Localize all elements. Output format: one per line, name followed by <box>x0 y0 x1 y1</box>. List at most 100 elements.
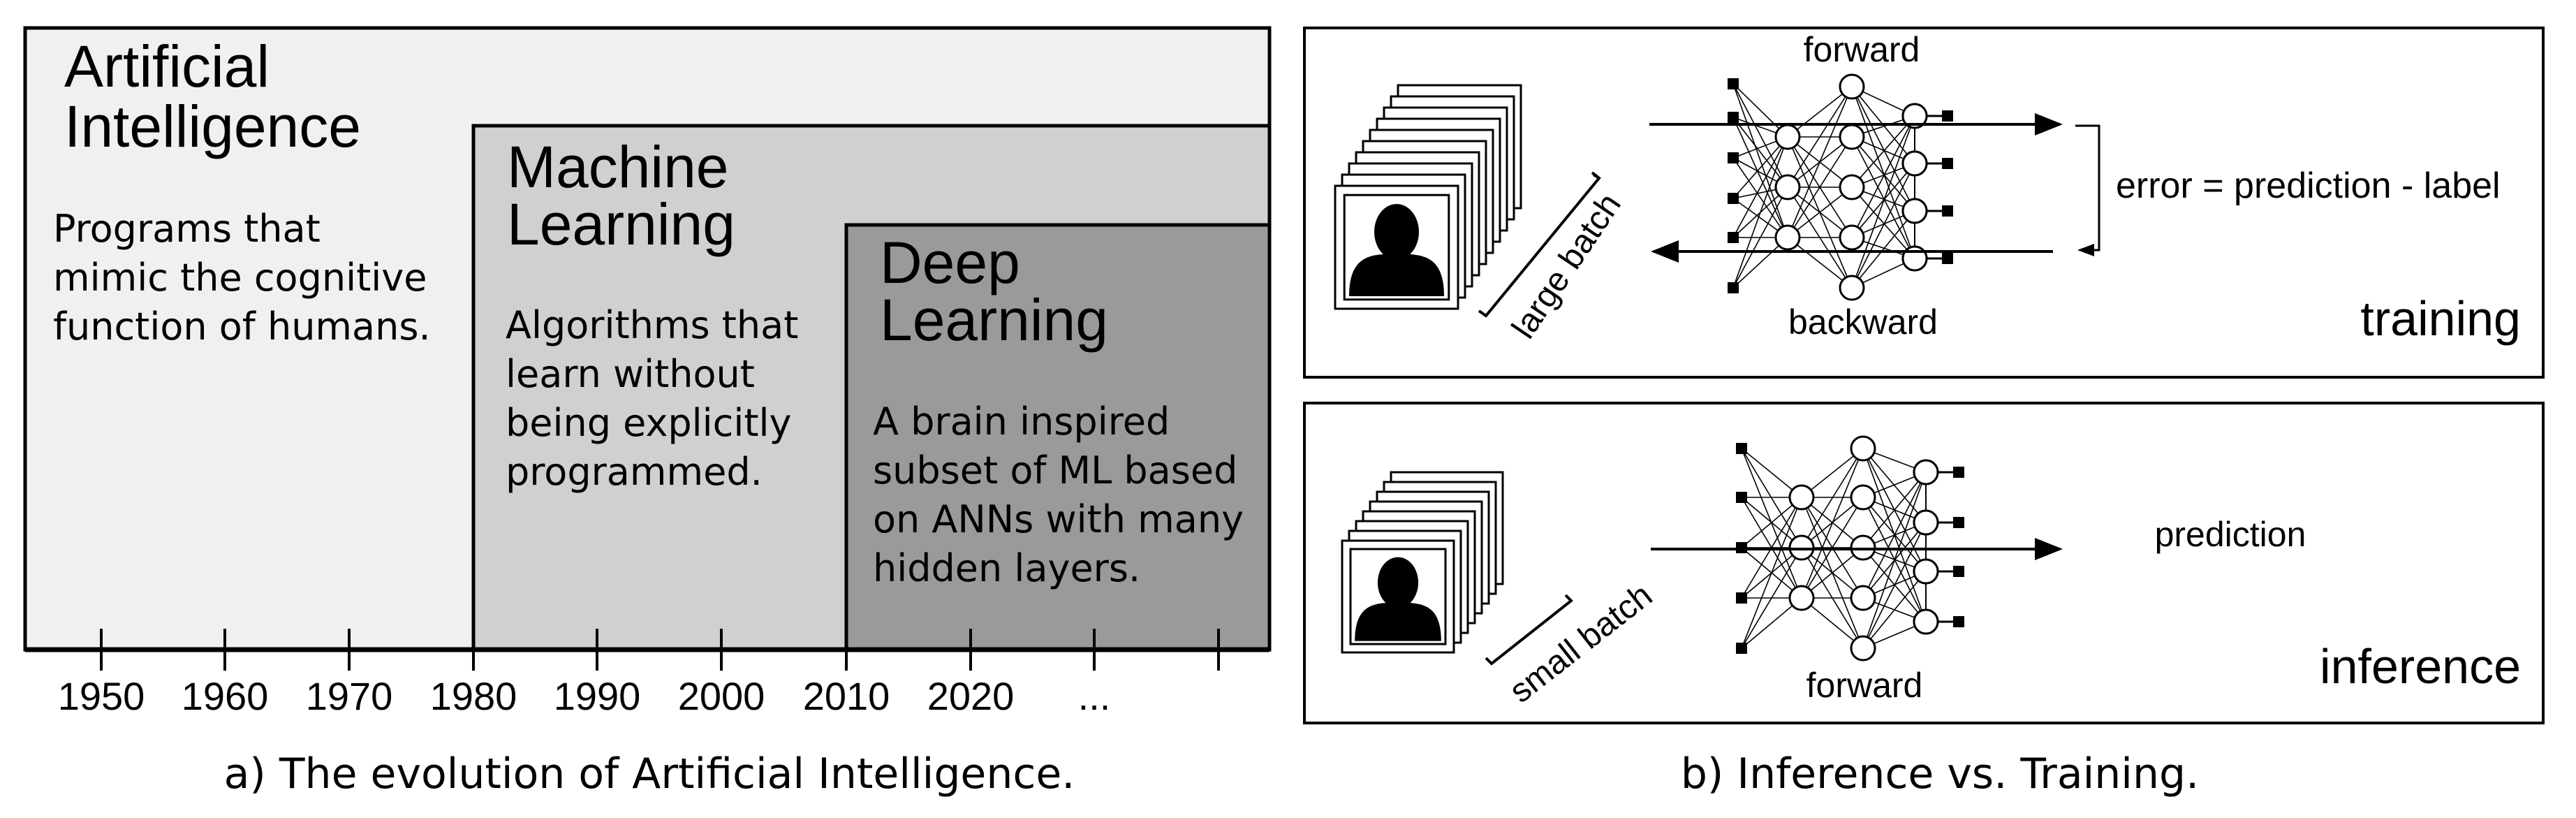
connection <box>1732 117 1788 238</box>
connection <box>1787 237 1853 289</box>
timeline-label: 2020 <box>927 674 1015 718</box>
neuron <box>1788 484 1815 511</box>
error-bracket <box>2075 124 2100 256</box>
connection <box>1801 448 1864 548</box>
inference-network <box>1736 435 1964 662</box>
ai-title: Artificial Intelligence <box>64 34 361 159</box>
ai-description: Programs that mimic the cognitive functi… <box>53 207 439 349</box>
neuron <box>1774 124 1801 150</box>
training-title: training <box>2360 291 2521 346</box>
connection <box>1787 86 1853 238</box>
input-node <box>1728 193 1739 204</box>
input-node <box>1736 592 1747 604</box>
panel-inference: small batch forward prediction inference <box>1303 402 2545 724</box>
ml-title: Machine Learning <box>507 134 745 257</box>
output-node <box>1942 205 1953 217</box>
connection <box>1787 187 1853 238</box>
connection <box>1741 448 1802 548</box>
timeline-label: 1990 <box>554 674 641 718</box>
input-node <box>1728 78 1739 89</box>
connection <box>1732 83 1788 238</box>
input-node <box>1728 282 1739 293</box>
dl-region <box>844 223 1272 652</box>
input-node <box>1728 112 1739 123</box>
connection <box>1851 187 1915 259</box>
timeline-label: 1980 <box>430 674 517 718</box>
output-node <box>1953 566 1964 577</box>
input-node <box>1728 152 1739 163</box>
connection <box>1851 163 1915 289</box>
neuron <box>1839 275 1865 301</box>
neuron <box>1850 484 1876 511</box>
connection <box>1862 448 1927 523</box>
connection <box>1862 472 1927 599</box>
training-forward-label: forward <box>1804 30 1920 69</box>
batch-bracket <box>1485 594 1574 666</box>
neuron <box>1774 224 1801 251</box>
connection <box>1862 571 1927 649</box>
connection <box>1741 497 1802 649</box>
connection <box>1741 547 1802 649</box>
dl-description: A brain inspired subset of ML based on A… <box>873 400 1256 590</box>
neuron <box>1774 174 1801 200</box>
panel-training: large batch forward backward error = pre… <box>1303 27 2545 379</box>
training-backward-label: backward <box>1788 302 1938 342</box>
neuron <box>1913 608 1939 635</box>
neuron <box>1901 150 1928 177</box>
connection <box>1732 187 1788 289</box>
neuron <box>1850 635 1876 662</box>
connection <box>1851 115 1915 238</box>
neuron <box>1839 124 1865 150</box>
connection <box>1741 597 1802 649</box>
input-node <box>1728 232 1739 243</box>
dl-title: Deep Learning <box>880 230 1108 353</box>
person-icon <box>1349 204 1444 296</box>
inference-title: inference <box>2320 639 2521 694</box>
timeline-label: 1960 <box>182 674 269 718</box>
connection <box>1732 157 1788 238</box>
input-node <box>1736 643 1747 654</box>
timeline-label: ... <box>1078 674 1111 718</box>
inference-image-stack <box>1341 471 1574 666</box>
prediction-label: prediction <box>2155 515 2306 554</box>
timeline-label: 1950 <box>58 674 145 718</box>
person-icon <box>1355 557 1441 641</box>
output-node <box>1953 467 1964 478</box>
input-node <box>1736 492 1747 503</box>
inference-forward-label: forward <box>1806 666 1923 705</box>
ml-description: Algorithms that learn without being expl… <box>506 303 811 494</box>
connection <box>1851 86 1915 259</box>
connection <box>1851 136 1915 212</box>
connection <box>1801 547 1864 599</box>
connection <box>1851 115 1915 188</box>
batch-bracket <box>1478 171 1601 318</box>
connection <box>1732 136 1788 238</box>
connection <box>1732 136 1788 199</box>
timeline-label: 1970 <box>306 674 393 718</box>
neuron <box>1839 224 1865 251</box>
output-node <box>1942 158 1953 169</box>
connection <box>1732 117 1788 188</box>
connection <box>1851 136 1915 259</box>
connection <box>1787 136 1853 238</box>
neuron <box>1901 198 1928 224</box>
connection <box>1801 448 1864 599</box>
connection <box>1862 522 1927 649</box>
timeline-label: 2010 <box>803 674 890 718</box>
connection <box>1787 86 1853 138</box>
connection <box>1732 83 1788 188</box>
connection <box>1851 115 1915 289</box>
caption-a: a) The evolution of Artificial Intellige… <box>224 750 1075 798</box>
connection <box>1862 472 1927 548</box>
neuron <box>1913 558 1939 585</box>
output-node <box>1953 517 1964 528</box>
input-node <box>1736 443 1747 454</box>
connection <box>1732 136 1788 289</box>
neuron <box>1850 435 1876 462</box>
neuron <box>1788 585 1815 611</box>
image-card-inner <box>1343 193 1450 301</box>
training-image-stack <box>1334 84 1601 318</box>
connection <box>1801 597 1864 649</box>
